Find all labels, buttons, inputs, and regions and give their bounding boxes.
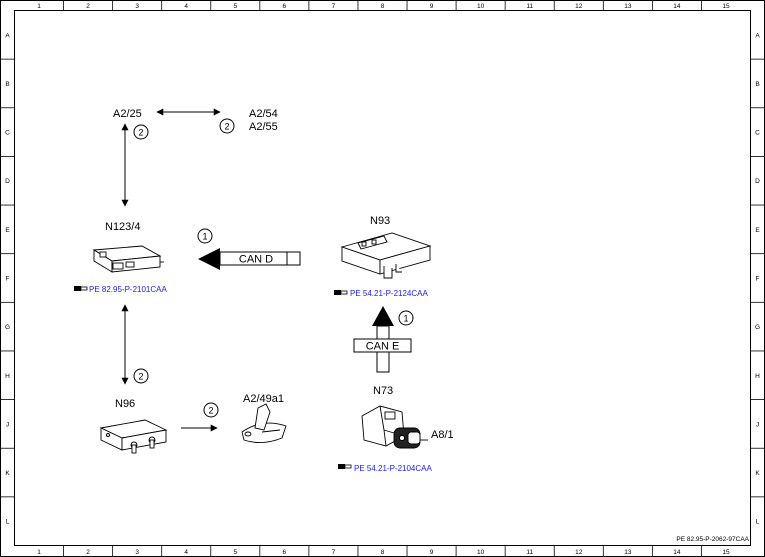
grid-column-label: 12 [575,549,583,556]
component-label-n123-4: N123/4 [105,221,140,233]
grid-column-label: 8 [381,3,385,10]
reference-text-n123-4[interactable]: PE 82.95-P-2101CAA [89,285,167,294]
component-label-a2-54: A2/54 [249,108,278,120]
grid-column-label: 2 [86,3,90,10]
a8-1-key-icon [393,427,428,449]
pointing-hand-icon [74,286,88,291]
grid-row-label: J [6,421,9,428]
grid-column-label: 9 [430,549,434,556]
grid-row-label: D [755,178,760,185]
grid-column-label: 9 [430,3,434,10]
grid-column-label: 13 [624,549,632,556]
marker-circle: 2 [203,402,219,418]
reference-text-n93[interactable]: PE 54.21-P-2124CAA [350,289,428,298]
reference-link-n93[interactable]: PE 54.21-P-2124CAA [334,289,428,298]
grid-row-label: E [755,227,760,234]
grid-column-label: 2 [86,549,90,556]
marker-circle: 1 [197,228,213,244]
can-e-bus-arrow: CAN E [353,306,412,373]
grid-column-label: 14 [673,3,681,10]
grid-column-label: 6 [283,3,287,10]
component-label-n93: N93 [370,215,390,227]
grid-column-label: 7 [332,549,336,556]
grid-column-label: 5 [233,549,237,556]
grid-column-label: 11 [526,3,533,10]
grid-row-label: B [5,81,9,88]
component-label-n96: N96 [115,398,135,410]
n123-4-module-icon [92,245,164,273]
can-d-label: CAN D [239,254,273,266]
grid-row-label: C [5,130,10,137]
svg-text:2: 2 [138,371,143,381]
grid-row-label: L [756,519,760,526]
svg-text:2: 2 [224,121,229,131]
grid-column-label: 13 [624,3,632,10]
grid-column-label: 11 [526,549,533,556]
grid-row-label: K [755,470,760,477]
grid-row-label: E [5,227,10,234]
grid-row-label: A [755,32,760,39]
grid-row-label: B [755,81,759,88]
grid-row-label: H [755,373,760,380]
can-d-bus-arrow: CAN D [198,248,301,270]
grid-column-label: 1 [37,3,41,10]
grid-column-label: 8 [381,549,385,556]
grid-column-label: 15 [722,3,730,10]
grid-row-label: G [755,324,760,331]
grid-row-label: F [6,276,10,283]
marker-circle: 2 [133,368,149,384]
svg-text:1: 1 [202,231,207,241]
grid-column-label: 15 [722,549,730,556]
document-id: PE 82.95-P-2062-97CAA [676,536,749,543]
grid-row-label: L [6,519,10,526]
grid-column-label: 4 [184,549,188,556]
grid-row-label: F [756,276,760,283]
a2-49a1-antenna-icon [241,403,287,443]
grid-column-label: 3 [135,549,139,556]
grid-column-label: 4 [184,3,188,10]
reference-text-n73[interactable]: PE 54.21-P-2104CAA [354,464,432,473]
pointing-hand-icon [338,464,352,469]
grid-row-label: D [5,178,10,185]
grid-column-label: 6 [283,549,287,556]
marker-circle: 2 [219,118,235,134]
reference-link-n73[interactable]: PE 54.21-P-2104CAA [338,464,432,473]
component-label-a8-1: A8/1 [431,429,454,441]
grid-column-label: 3 [135,3,139,10]
component-label-n73: N73 [373,385,393,397]
grid-row-label: J [756,421,759,428]
grid-column-label: 12 [575,3,583,10]
grid-column-label: 10 [477,3,485,10]
component-label-a2-55: A2/55 [249,121,278,133]
grid-column-label: 1 [37,549,41,556]
n96-module-icon [99,419,168,454]
grid-row-label: H [5,373,10,380]
n93-module-icon [340,232,432,279]
grid-column-label: 5 [233,3,237,10]
pointing-hand-icon [334,290,348,295]
can-e-label: CAN E [366,341,400,353]
marker-circle: 1 [398,310,414,326]
grid-row-label: G [5,324,10,331]
inner-frame [14,10,751,546]
grid-column-label: 10 [477,549,485,556]
svg-text:1: 1 [403,313,408,323]
grid-row-label: K [5,470,10,477]
grid-column-label: 7 [332,3,336,10]
svg-text:2: 2 [208,405,213,415]
reference-link-n123-4[interactable]: PE 82.95-P-2101CAA [74,285,167,294]
grid-row-label: A [5,32,10,39]
grid-column-label: 14 [673,549,681,556]
marker-circle: 2 [133,124,149,140]
component-label-a2-49a1: A2/49a1 [243,393,284,405]
component-label-a2-25: A2/25 [113,108,142,120]
grid-row-label: C [755,130,760,137]
svg-text:2: 2 [138,127,143,137]
